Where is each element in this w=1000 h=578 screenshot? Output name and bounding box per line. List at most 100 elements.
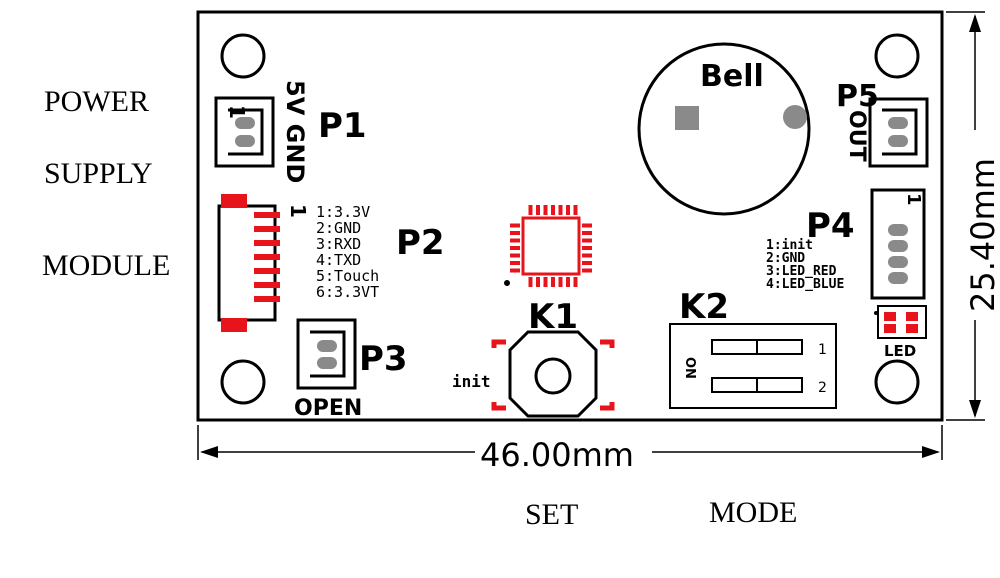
bell-pad-square [675,106,699,130]
button-k1: K1 init [452,297,615,418]
chip-pin1-dot [504,280,510,286]
p2-pin-pad [254,268,280,274]
chip-pad [582,231,592,235]
p2-pin-1: 1:3.3V [316,203,370,221]
chip-pad [536,205,540,215]
bell-outline [637,42,811,216]
p3-pad-2 [317,357,337,369]
chip-pad [536,277,540,287]
label-set: SET [525,498,578,531]
connector-p2: 1 1:3.3V 2:GND 3:RXD 4:TXD 5:Touch 6:3.3… [217,194,445,332]
p3-label: P3 [359,339,408,379]
p4-pin-mark: 1 [903,193,924,206]
switch-k2: K2 ON 1 2 [669,287,837,409]
p4-body [870,188,926,300]
p1-pin-mark: 1 [225,105,249,119]
p5-label: P5 [836,79,879,114]
chip-pad [551,205,555,215]
label-module: MODULE [42,249,170,282]
chip-pad [528,277,533,287]
connector-p5: P5 OUT [836,79,929,168]
p4-pin-2: 2:GND [766,251,805,266]
bell-pad-round [783,105,807,129]
p3-pad-1 [317,340,337,352]
p2-pin-pad [254,282,280,288]
chip-pad [510,231,520,235]
chip-pad [573,205,578,215]
p2-pin-3: 3:RXD [316,235,361,253]
chip-pad [582,268,592,273]
chip-pad [558,205,563,215]
chip-pad [551,277,555,287]
k2-switch-2-label: 2 [818,380,827,396]
p2-pin-4: 4:TXD [316,251,361,269]
p2-pin-pad [254,240,280,246]
p2-label: P2 [396,223,445,263]
p4-pin-1: 1:init [766,238,813,253]
k2-label: K2 [679,287,729,327]
led: LED [874,305,927,360]
dimension-height-label: 25.40mm [964,158,1000,312]
p1-pin-labels: 5V GND [281,80,309,183]
mounting-hole-top-right [874,33,920,79]
p2-pin-pad [254,212,280,218]
chip-pad [510,253,520,258]
p2-anchor-bottom [221,318,247,332]
k1-body [508,330,598,418]
p2-pin-6: 6:3.3VT [316,283,379,301]
k2-on-label: ON [682,357,697,379]
p3-caption: OPEN [294,396,362,421]
mounting-hole-bottom-left [220,359,266,405]
chip-pad [566,205,570,215]
k1-label: K1 [528,297,578,337]
k1-actuator [534,357,572,395]
chip-pad [510,223,520,228]
bell-label: Bell [700,59,764,94]
dimension-height: 25.40mm [946,11,1000,421]
chip-pad [582,253,592,258]
k2-body [669,323,837,409]
ic-chip [504,205,592,287]
connector-p4: P4 1 1:init 2:GND 3:LED_RED 4:LED_BLUE [766,188,926,300]
p2-pin-2: 2:GND [316,219,361,237]
p1-pad-1 [235,117,255,129]
led-label: LED [884,342,916,360]
mounting-hole-top-left [220,33,266,79]
chip-outline [521,216,581,276]
p4-pin-3: 3:LED_RED [766,264,837,279]
p1-label: P1 [318,106,367,146]
chip-pad [510,268,520,273]
chip-pad [528,205,533,215]
p2-pin-pad [254,254,280,260]
k1-side-label: init [452,372,491,391]
mounting-hole-bottom-right [874,359,920,405]
chip-pad [582,223,592,228]
p2-pin-mark: 1 [286,204,310,218]
k2-switch-1-label: 1 [818,342,827,358]
chip-pad [582,261,592,265]
chip-pad [558,277,563,287]
chip-pad [510,246,520,250]
connector-p3: P3 OPEN [294,318,408,421]
p2-pin-pad [254,296,280,302]
label-mode: MODE [709,496,797,529]
p4-pin-4: 4:LED_BLUE [766,277,844,292]
p1-pad-2 [235,135,255,147]
connector-p1: 1 5V GND P1 [214,80,367,183]
label-supply: SUPPLY [44,157,153,190]
dimension-width: 46.00mm [197,425,943,474]
chip-pad [543,277,548,287]
buzzer-bell: Bell [637,42,811,216]
label-power: POWER [44,85,149,118]
dimension-width-label: 46.00mm [480,436,634,474]
p5-caption: OUT [844,110,869,162]
p5-pad-2 [888,135,908,147]
p2-anchor-top [221,194,247,208]
chip-pad [566,277,570,287]
board-outline [196,10,944,422]
chip-pad [582,238,592,243]
p4-label: P4 [806,206,855,246]
chip-pad [573,277,578,287]
chip-pad [543,205,548,215]
